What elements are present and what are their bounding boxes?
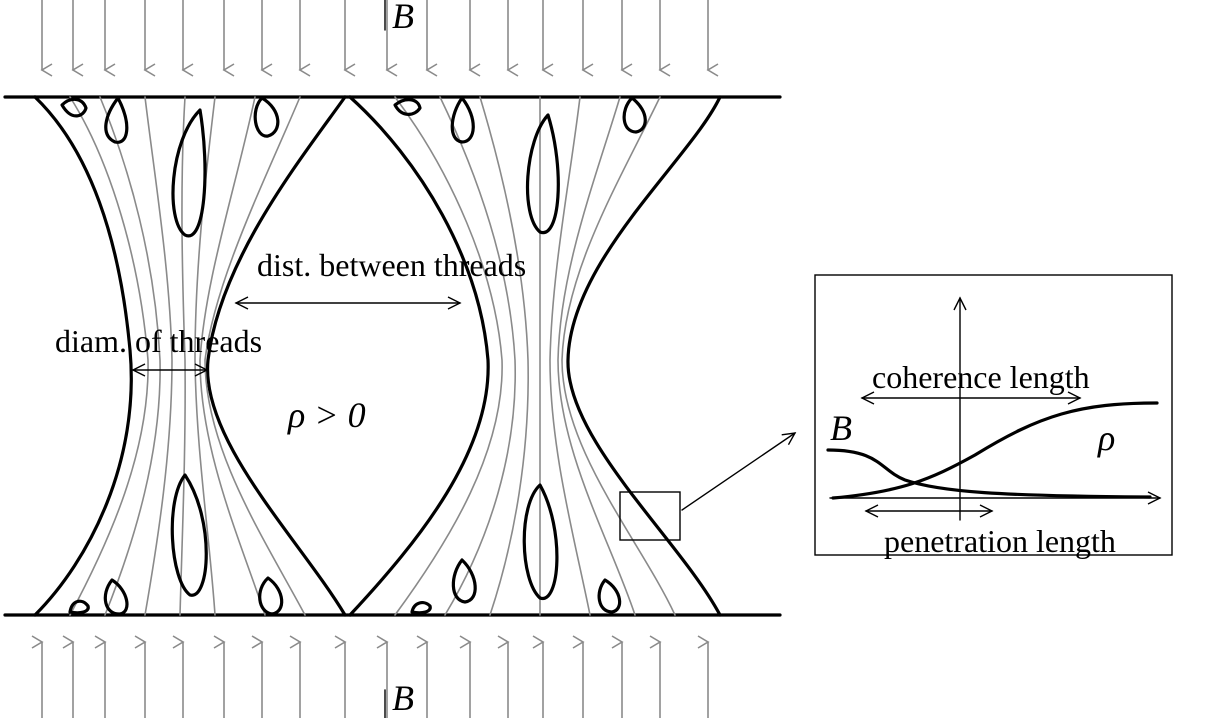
penetration-label: penetration length — [884, 523, 1116, 559]
thread-left-boundary-left — [33, 95, 133, 617]
b-label-bottom: B — [392, 678, 414, 718]
field-lines-left-thread — [69, 96, 306, 616]
thread-right-boundary-right — [566, 95, 722, 617]
field-arrows-bottom — [31, 635, 710, 718]
diam-threads-label: diam. of threads — [55, 323, 262, 359]
zoom-pointer — [681, 432, 797, 511]
zoom-region — [619, 491, 681, 541]
thread-left-boundary-right — [206, 95, 347, 617]
inset-rho-curve — [831, 401, 1159, 500]
flux-loops-left — [60, 96, 284, 616]
coherence-label: coherence length — [872, 359, 1090, 395]
thread-right-boundary-left — [348, 95, 490, 617]
rho-positive-label: ρ > 0 — [287, 395, 366, 435]
field-arrows-top — [40, 0, 719, 77]
inset-b-label: B — [830, 408, 852, 448]
inset-b-curve — [826, 448, 1152, 499]
flux-loops-right — [393, 96, 647, 615]
inset-frame — [814, 274, 1173, 556]
dist-between-label: dist. between threads — [257, 247, 526, 283]
inset-plot: coherence length penetration length B ρ — [814, 274, 1173, 559]
b-label-top: B — [392, 0, 414, 36]
field-lines-right-thread — [394, 96, 676, 616]
inset-rho-label: ρ — [1097, 418, 1115, 458]
